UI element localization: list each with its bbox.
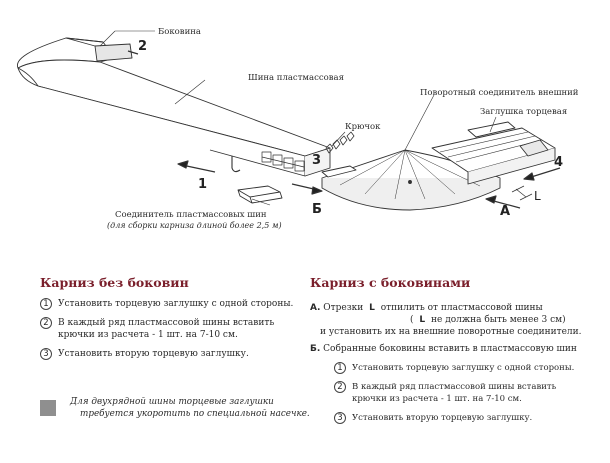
right-step-2: 2 В каждый ряд пластмассовой шины встави… (334, 381, 581, 405)
right-steps-list: 1 Установить торцевую заглушку с одной с… (310, 362, 581, 424)
left-instructions: Карниз без боковин 1 Установить торцевую… (40, 275, 293, 360)
right-section-title: Карниз с боковинами (310, 275, 471, 290)
label-corner-connector: Поворотный соединитель внешний (420, 88, 579, 98)
label-hook: Крючок (345, 122, 381, 132)
label-side-cap: Боковина (158, 27, 201, 37)
note-line: требуется укоротить по специальной насеч… (80, 409, 310, 419)
plastic-rail-body (17, 59, 331, 157)
label-plastic-rail: Шина пластмассовая (248, 73, 344, 83)
left-step-2: 2 В каждый ряд пластмассовой шины встави… (40, 317, 293, 341)
note-line: Для двухрядной шины торцевые заглушки (70, 397, 274, 407)
left-steps-list: 1 Установить торцевую заглушку с одной с… (40, 298, 293, 360)
step-text: Установить торцевую заглушку с одной сто… (352, 363, 575, 373)
note-marker-square (40, 400, 56, 416)
step-text: Установить вторую торцевую заглушку. (352, 413, 533, 423)
left-step-1: 1 Установить торцевую заглушку с одной с… (40, 298, 293, 310)
step-number: 3 (40, 348, 52, 360)
marker-4: 4 (554, 155, 563, 170)
l-symbol: L (419, 315, 426, 325)
marker-b: Б (312, 202, 322, 217)
marker-3: 3 (312, 153, 321, 168)
double-rail-note: Для двухрядной шины торцевые заглушки тр… (40, 396, 310, 420)
rail-connector-piece (237, 185, 283, 204)
step-number: 2 (334, 381, 346, 393)
step-b: Б. Собранные боковины вставить в пластма… (310, 344, 577, 354)
step-text: крючки из расчета - 1 шт. на 7-10 см. (352, 394, 522, 404)
step-number: 1 (40, 298, 52, 310)
hook (231, 156, 241, 173)
marker-1: 1 (198, 177, 207, 192)
label-rail-connector: Соединитель пластмассовых шин (115, 210, 267, 220)
curtain-rail-assembly-diagram: Боковина Шина пластмассовая Поворотный с… (16, 27, 579, 230)
step-a: А. Отрезки L отпилить от пластмассовой ш… (310, 303, 543, 313)
l-symbol: L (369, 303, 375, 313)
left-section-title: Карниз без боковин (40, 275, 189, 290)
direction-arrows (127, 50, 561, 209)
step-b-label: Б. (310, 344, 321, 354)
right-instructions: Карниз с боковинами А. Отрезки L отпилит… (310, 275, 582, 424)
marker-2: 2 (138, 39, 147, 54)
step-text: Установить торцевую заглушку с одной сто… (58, 299, 294, 309)
right-step-1: 1 Установить торцевую заглушку с одной с… (334, 362, 581, 374)
step-a-line-3: и установить их на внешние поворотные со… (320, 327, 582, 337)
marker-a: А (500, 204, 510, 219)
right-step-3: 3 Установить вторую торцевую заглушку. (334, 412, 581, 424)
left-step-3: 3 Установить вторую торцевую заглушку. (40, 348, 293, 360)
length-dimension (511, 185, 533, 201)
end-cap (467, 121, 516, 138)
step-a-label: А. (310, 303, 321, 313)
label-end-cap: Заглушка торцевая (480, 107, 567, 117)
marker-l: L (534, 189, 541, 203)
hooks-group (325, 131, 355, 154)
step-number: 2 (40, 317, 52, 329)
stub-rail-piece (321, 165, 357, 178)
side-cap-block (94, 43, 133, 62)
step-number: 1 (334, 362, 346, 374)
step-number: 3 (334, 412, 346, 424)
label-rail-connector-note: (для сборки карниза длиной более 2,5 м) (107, 221, 282, 230)
step-text: крючки из расчета - 1 шт. на 7-10 см. (58, 330, 238, 340)
step-text: Установить вторую торцевую заглушку. (58, 349, 249, 359)
step-text: В каждый ряд пластмассовой шины вставить (58, 318, 275, 328)
step-text: В каждый ряд пластмассовой шины вставить (352, 382, 557, 392)
rail-end-channels (261, 151, 305, 172)
